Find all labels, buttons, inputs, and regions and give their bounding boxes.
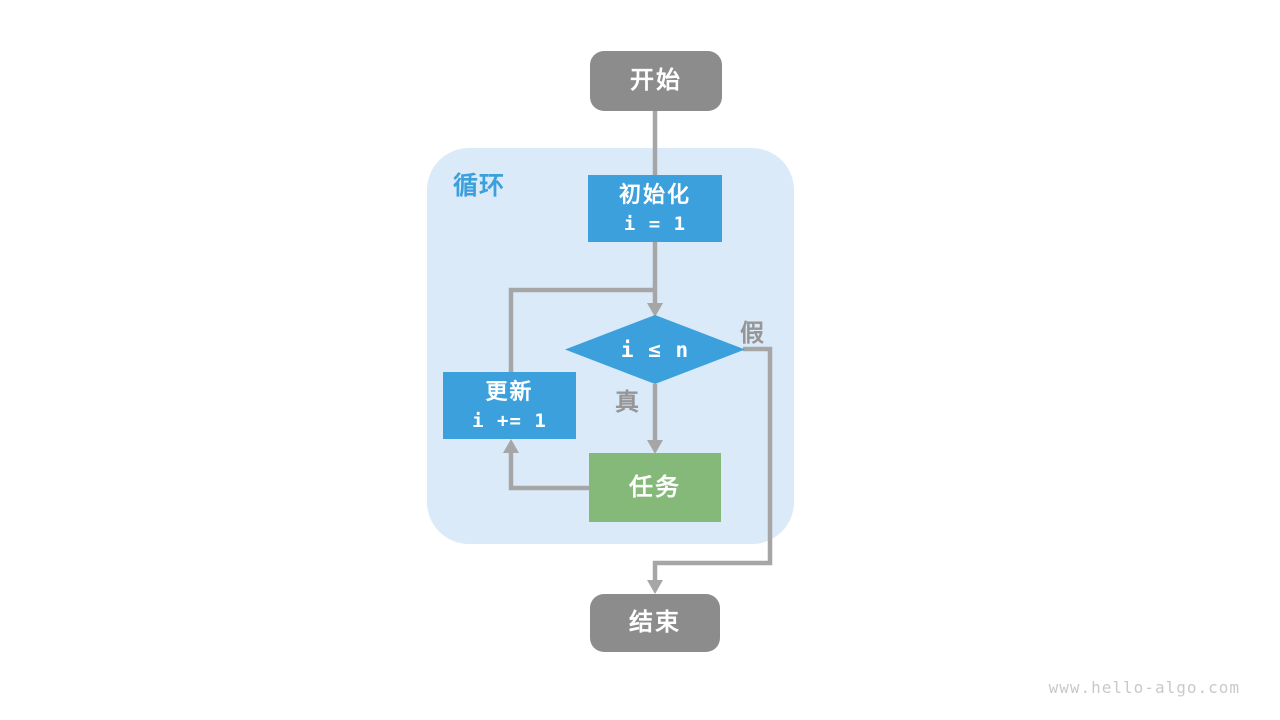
arrowhead-update-bottom bbox=[503, 439, 519, 453]
node-init-label: 初始化 bbox=[618, 181, 691, 207]
arrowhead-condition-top bbox=[647, 303, 663, 317]
branch-label-true: 真 bbox=[615, 389, 639, 416]
branch-label-false: 假 bbox=[740, 320, 764, 347]
node-update: 更新 i += 1 bbox=[443, 372, 576, 439]
edge-task-to-update bbox=[508, 452, 589, 491]
node-task-label: 任务 bbox=[629, 473, 681, 501]
node-update-label: 更新 bbox=[485, 378, 534, 404]
arrowhead-end-top bbox=[647, 580, 663, 594]
arrowhead-task-top bbox=[647, 440, 663, 454]
node-condition-code: i ≤ n bbox=[620, 337, 690, 362]
node-start: 开始 bbox=[590, 51, 722, 111]
node-init-code: i = 1 bbox=[623, 212, 687, 235]
node-task: 任务 bbox=[589, 453, 721, 522]
loop-region-label: 循环 bbox=[453, 172, 506, 200]
node-end-label: 结束 bbox=[629, 609, 681, 636]
edge-update-loopback bbox=[508, 287, 655, 374]
node-update-code: i += 1 bbox=[472, 409, 547, 432]
node-end: 结束 bbox=[590, 594, 720, 652]
node-init: 初始化 i = 1 bbox=[588, 175, 722, 242]
node-start-label: 开始 bbox=[630, 67, 682, 94]
edge-condition-false-to-end bbox=[652, 346, 773, 582]
watermark: www.hello-algo.com bbox=[1048, 678, 1240, 697]
